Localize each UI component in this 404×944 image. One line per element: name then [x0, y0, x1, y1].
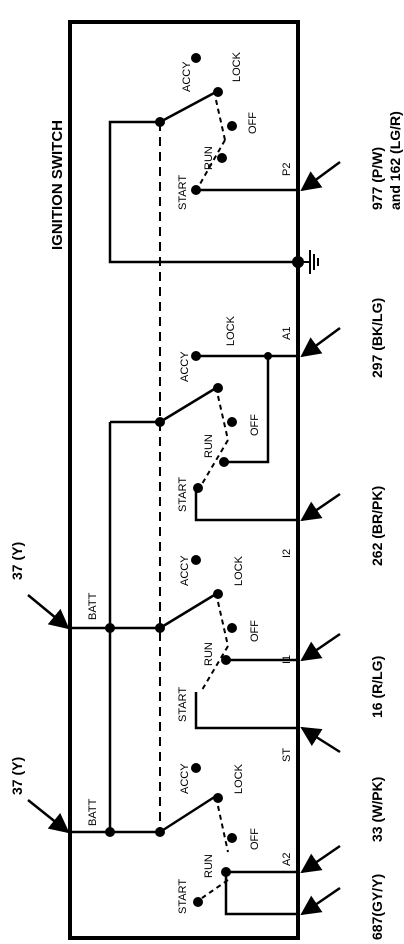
terminal-i1-label: I1	[281, 655, 293, 664]
a2-accy-label: ACCY	[179, 763, 191, 794]
wire-label-p2-line2: and 162 (LG/R)	[387, 111, 403, 210]
a2-start-label: START	[177, 879, 189, 914]
a2-start-contact	[193, 897, 203, 907]
p2-off-contact	[227, 121, 237, 131]
wire-label-a2: 687(GY/Y)	[369, 874, 385, 940]
i1-run-contact	[221, 655, 231, 665]
ground-icon	[304, 250, 319, 274]
a1-node	[264, 352, 272, 360]
switch-i2	[194, 488, 298, 522]
switch-i1	[159, 592, 298, 662]
a2-dashed-arc-2	[201, 879, 229, 899]
a2-off-label: OFF	[249, 828, 261, 850]
bus-node-2	[105, 827, 115, 837]
switch-p2	[159, 90, 298, 192]
wire-label-i2: 262 (BR/PK)	[369, 486, 385, 566]
switch-a1	[159, 354, 298, 464]
p2-dashed-arc-1	[215, 99, 226, 141]
a1-lock-label: LOCK	[225, 315, 237, 346]
batt-label-lower: BATT	[87, 798, 99, 826]
i1-start-label: START	[177, 687, 189, 722]
a2-off-contact	[227, 833, 237, 843]
batt-input-label-upper: 37 (Y)	[9, 542, 25, 580]
terminal-a2-label: A2	[281, 853, 293, 866]
i1-run-label: RUN	[203, 642, 215, 666]
wire-label-a1: 297 (BK/LG)	[369, 298, 385, 378]
a2-run-contact	[221, 867, 231, 877]
terminal-i2-label: I2	[281, 549, 293, 558]
ground-terminal-dot	[292, 256, 304, 268]
batt-label-upper: BATT	[87, 592, 99, 620]
i1-off-contact	[227, 623, 237, 633]
a1-run-contact	[219, 457, 229, 467]
p2-run-label: RUN	[203, 146, 215, 170]
diagram-title: IGNITION SWITCH	[49, 120, 66, 250]
i1-off-label: OFF	[249, 620, 261, 642]
wire-label-st: 33 (W/PK)	[369, 777, 385, 842]
switch-st	[194, 692, 298, 730]
terminal-st-label: ST	[281, 748, 293, 762]
i1-lock-label: LOCK	[233, 555, 245, 586]
a2-lock-label: LOCK	[233, 763, 245, 794]
a1-off-label: OFF	[249, 414, 261, 436]
a1-start-contact	[193, 483, 203, 493]
a1-accy-contact	[191, 351, 201, 361]
output-arrows	[300, 160, 341, 916]
p2-start-contact	[191, 185, 201, 195]
a1-off-contact	[227, 417, 237, 427]
a1-start-label: START	[177, 477, 189, 512]
p2-off-label: OFF	[247, 112, 259, 134]
p2-lock-label: LOCK	[231, 51, 243, 82]
wire-label-i1: 16 (R/LG)	[369, 656, 385, 718]
a1-dashed-arc-1	[217, 395, 229, 441]
a2-dashed-arc-1	[217, 805, 229, 853]
batt-input-arrow-lower	[27, 799, 70, 834]
battery-bus	[72, 420, 160, 834]
wire-label-p2-line1: 977 (P/W)	[369, 147, 385, 210]
a2-lock-contact	[213, 793, 223, 803]
i1-lock-contact	[213, 589, 223, 599]
terminal-p2-label: P2	[281, 163, 293, 176]
batt-input-arrow-upper	[27, 594, 70, 630]
p2-lock-contact	[213, 87, 223, 97]
a1-accy-label: ACCY	[179, 351, 191, 382]
p2-start-label: START	[177, 175, 189, 210]
terminal-a1-label: A1	[281, 327, 293, 340]
switch-a2	[159, 794, 298, 916]
a2-run-label: RUN	[203, 854, 215, 878]
i1-accy-label: ACCY	[179, 555, 191, 586]
p2-accy-label: ACCY	[181, 61, 193, 92]
p2-run-contact	[217, 153, 227, 163]
i1-accy-contact	[191, 555, 201, 565]
a1-lock-contact	[213, 383, 223, 393]
ground-connection	[108, 120, 298, 264]
a1-run-label: RUN	[203, 434, 215, 458]
i1-dashed-arc-1	[217, 601, 229, 647]
batt-input-label-lower: 37 (Y)	[9, 757, 25, 795]
a2-accy-contact	[191, 763, 201, 773]
switch-frame	[68, 20, 300, 940]
p2-accy-contact	[191, 53, 201, 63]
bus-node-1	[105, 623, 115, 633]
